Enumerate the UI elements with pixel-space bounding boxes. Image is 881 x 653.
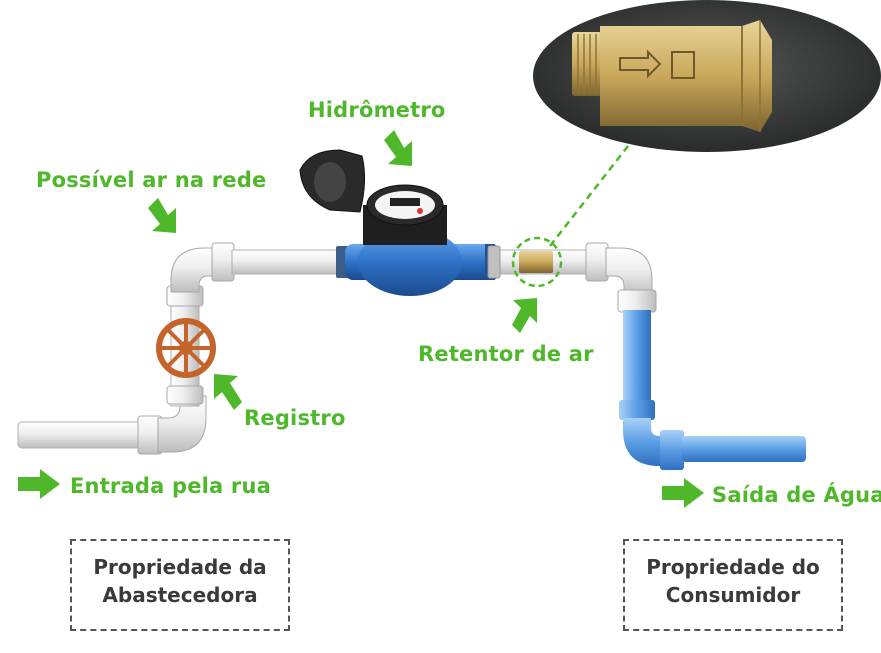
box-abastecedora-line1: Propriedade da [93, 555, 267, 579]
box-consumidor: Propriedade do Consumidor [623, 539, 843, 631]
arrow-icon [214, 374, 242, 410]
arrow-icon [18, 469, 60, 499]
box-consumidor-line1: Propriedade do [646, 555, 820, 579]
air-retainer-icon [519, 251, 553, 273]
box-consumidor-line2: Consumidor [665, 583, 801, 607]
label-retentor: Retentor de ar [418, 342, 594, 366]
box-abastecedora-line2: Abastecedora [102, 583, 258, 607]
lower-right-elbow [623, 418, 672, 466]
label-saida: Saída de Água [712, 483, 881, 507]
arrow-icon [148, 198, 176, 233]
label-hidrometro: Hidrômetro [308, 98, 446, 122]
outlet-pipe [682, 436, 806, 462]
water-meter-icon [299, 149, 500, 296]
label-entrada: Entrada pela rua [70, 474, 272, 498]
box-abastecedora: Propriedade da Abastecedora [70, 539, 290, 631]
valve-handle-icon [156, 318, 216, 378]
arrow-icon [512, 298, 537, 333]
label-registro: Registro [244, 406, 346, 430]
upper-right-elbow [605, 247, 653, 297]
outlet-blue-riser [623, 310, 651, 410]
inset-connector [549, 145, 629, 247]
top-pipe-left [231, 249, 343, 275]
lower-left-elbow [157, 395, 207, 453]
retainer-highlight [511, 236, 563, 288]
inlet-pipe [17, 415, 163, 455]
arrow-icon [384, 130, 412, 166]
arrow-icon [662, 478, 704, 508]
retainer-inset [533, 0, 881, 152]
label-possivel-ar: Possível ar na rede [36, 168, 267, 192]
